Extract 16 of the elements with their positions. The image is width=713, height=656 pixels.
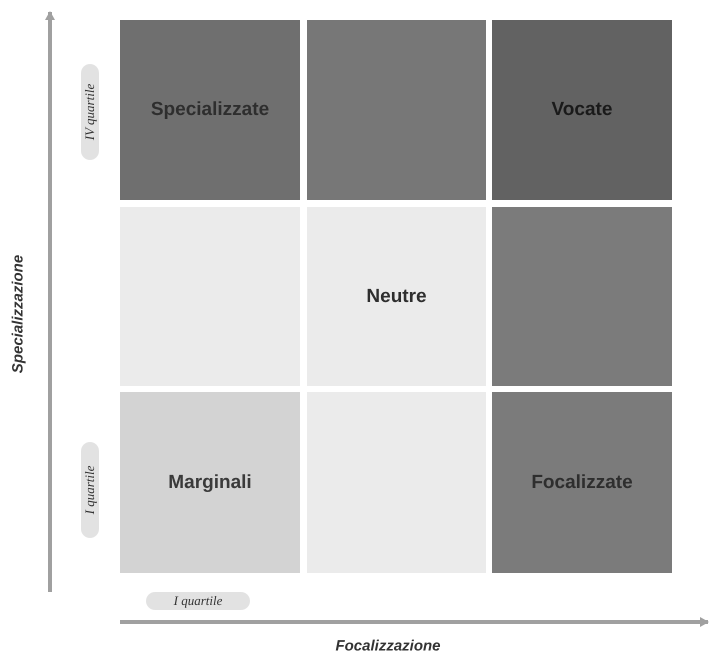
cell-label: Neutre bbox=[366, 286, 427, 308]
cell-label: Marginali bbox=[168, 472, 252, 494]
matrix-cell bbox=[492, 20, 672, 200]
empty-matrix-cell bbox=[307, 20, 486, 200]
cell-label: Focalizzate bbox=[531, 472, 633, 494]
cell-label: Vocate bbox=[552, 99, 612, 121]
matrix-cell bbox=[492, 392, 672, 573]
matrix-cell bbox=[120, 20, 300, 200]
axis-title: Specializzazione bbox=[10, 254, 26, 374]
quartile-tag: IV quartile bbox=[81, 64, 99, 160]
cell-label: Specializzate bbox=[150, 99, 270, 121]
axis-title: Focalizzazione bbox=[335, 638, 441, 654]
quartile-tag: I quartile bbox=[146, 592, 250, 610]
matrix-cell bbox=[120, 392, 300, 573]
empty-matrix-cell bbox=[492, 207, 672, 386]
quartile-tag: I quartile bbox=[81, 442, 99, 538]
